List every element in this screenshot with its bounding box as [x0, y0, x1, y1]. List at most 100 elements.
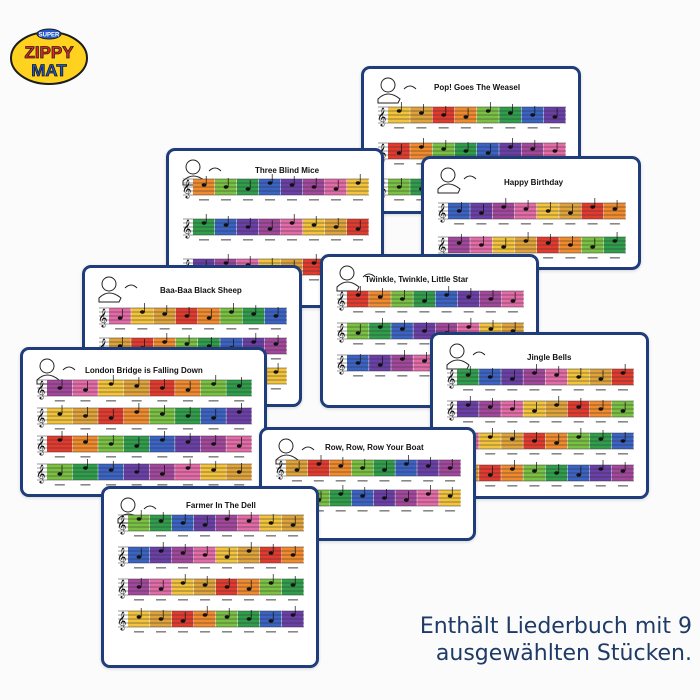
lyric-mark [134, 599, 144, 601]
lyric-mark [244, 599, 254, 601]
treble-clef-icon: 𝄞 [336, 323, 345, 343]
lyric-mark [182, 456, 193, 458]
note-head [211, 468, 216, 472]
lyric-mark [587, 223, 598, 225]
note-head [134, 384, 140, 388]
lyric-mark [291, 480, 302, 482]
note-head [444, 293, 449, 297]
note-head [224, 585, 230, 589]
note-head [360, 494, 365, 498]
lyric-mark [234, 400, 245, 402]
lyric-mark [507, 311, 518, 313]
note-head [465, 403, 471, 407]
note-head [612, 207, 618, 211]
note-head [530, 147, 536, 151]
staff-line-group: 𝄞 [117, 606, 304, 633]
note-head [338, 492, 344, 496]
note-head [620, 409, 626, 413]
lyric-mark [243, 199, 253, 201]
note-head [206, 344, 212, 348]
lyric-mark [131, 428, 142, 430]
note-head [485, 151, 491, 155]
note-head [236, 444, 242, 448]
note-head [184, 342, 190, 346]
staff-line-group: 𝄞 [117, 574, 304, 601]
note-head [465, 373, 471, 377]
treble-clef-icon: 𝄞 [182, 179, 191, 199]
note-head [507, 111, 513, 115]
note-head [396, 109, 402, 113]
note-head [136, 555, 142, 559]
lyric-mark [134, 535, 144, 537]
note-head [134, 410, 140, 414]
note-head [158, 519, 164, 523]
note-head [399, 357, 405, 361]
lyric-mark [222, 631, 232, 633]
lyric-mark [222, 567, 232, 569]
note-head [223, 223, 229, 227]
lyric-mark [287, 239, 297, 241]
treble-clef-icon: 𝄞 [117, 579, 126, 599]
note-head [377, 363, 383, 367]
lyric-mark [445, 510, 456, 512]
sheet-music: 𝄞𝄞 [437, 167, 626, 259]
lyric-mark [573, 485, 584, 487]
note-head [463, 115, 469, 119]
note-head [509, 437, 515, 441]
lyric-mark [565, 257, 576, 259]
lyric-mark [565, 223, 576, 225]
note-head [273, 342, 279, 346]
lyric-mark [244, 631, 254, 633]
lyric-mark [463, 389, 474, 391]
lyric-mark [375, 311, 386, 313]
lyric-mark [157, 428, 168, 430]
lyric-mark [527, 127, 538, 129]
lyric-mark [226, 328, 237, 330]
lyric-mark [419, 343, 430, 345]
note-head [466, 295, 472, 299]
lyric-mark [199, 199, 209, 201]
lyric-mark [353, 311, 364, 313]
note-head [532, 439, 537, 443]
songbook-card-farmer-in-the-dell: 𝄞𝄞𝄞𝄞 Farmer In The Dell [101, 486, 319, 668]
lyric-mark [394, 163, 405, 165]
note-head [134, 470, 140, 474]
note-head [532, 469, 537, 473]
lyric-mark [507, 421, 518, 423]
note-head [108, 468, 114, 472]
note-head [180, 619, 186, 623]
note-head [311, 223, 317, 227]
note-head [294, 468, 300, 472]
note-head [202, 523, 208, 527]
lyric-mark [244, 535, 254, 537]
note-head [108, 416, 114, 420]
note-head [108, 442, 114, 446]
lyric-mark [617, 389, 628, 391]
lyric-mark [438, 127, 449, 129]
cartoon-sketch [377, 77, 417, 104]
lyric-mark [288, 599, 298, 601]
lyric-mark [221, 239, 231, 241]
lyric-mark [208, 456, 219, 458]
lyric-mark [617, 421, 628, 423]
note-head [422, 329, 427, 333]
note-head [488, 327, 494, 331]
note-head [202, 583, 208, 587]
note-head [501, 205, 507, 209]
note-head [598, 407, 604, 411]
note-head [246, 519, 252, 523]
lyric-mark [485, 389, 496, 391]
lyric-mark [270, 358, 281, 360]
lyric-mark [208, 484, 219, 486]
lyric-mark [551, 421, 562, 423]
note-head [83, 440, 88, 444]
treble-clef-icon: 𝄞 [446, 369, 455, 389]
note-head [466, 325, 472, 329]
note-head [510, 299, 516, 303]
lyric-mark [573, 389, 584, 391]
lyric-mark [401, 510, 412, 512]
lyric-mark [419, 375, 430, 377]
note-head [158, 549, 164, 553]
note-head [418, 111, 424, 115]
staff-line-group: 𝄞 [275, 455, 461, 482]
